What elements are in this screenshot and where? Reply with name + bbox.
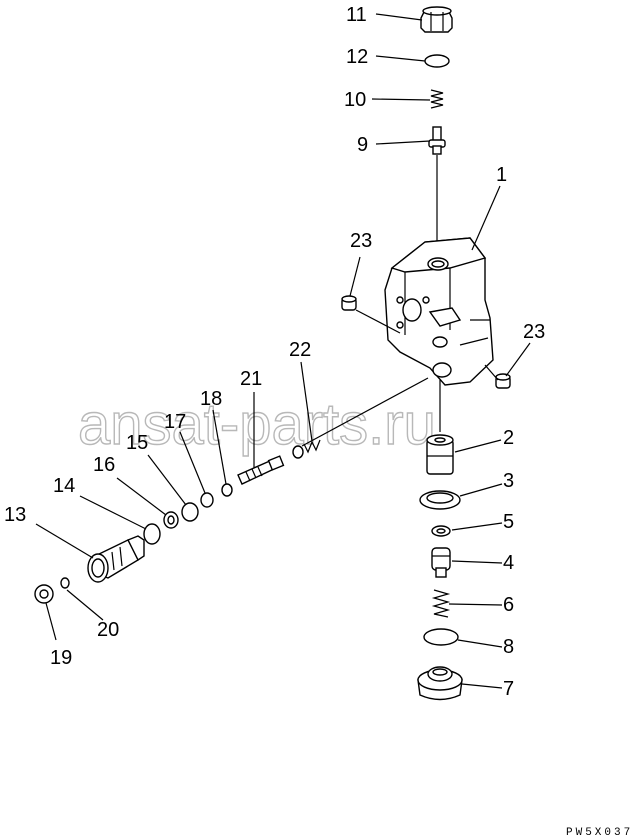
part-16-ring	[163, 511, 179, 529]
part-4-valve	[431, 547, 451, 578]
leader-17	[179, 431, 206, 494]
leader-20	[66, 589, 104, 621]
part-23-screw-right	[495, 373, 511, 389]
callout-8: 8	[503, 636, 514, 658]
part-8-disc	[423, 628, 459, 646]
part-6-spring	[431, 589, 451, 618]
callout-16: 16	[93, 454, 115, 476]
leader-22	[300, 361, 313, 442]
part-7-cap	[417, 666, 463, 701]
leader-4	[451, 560, 503, 564]
part-2-sleeve	[426, 434, 454, 475]
leader-2	[454, 439, 502, 453]
callout-2: 2	[503, 427, 514, 449]
callout-15: 15	[126, 432, 148, 454]
drawing-code: PW5X037	[566, 827, 633, 839]
leader-19	[45, 602, 57, 641]
watermark-text: ansat-parts.ru	[78, 392, 436, 457]
callout-12: 12	[346, 46, 368, 68]
part-9-pin	[428, 126, 446, 155]
part-17-washer	[200, 492, 214, 508]
leader-7	[461, 683, 503, 689]
part-3-ring	[419, 490, 461, 510]
callout-1: 1	[496, 164, 507, 186]
callout-14: 14	[53, 475, 75, 497]
callout-20: 20	[97, 619, 119, 641]
part-13-adjuster	[87, 535, 145, 583]
callout-6: 6	[503, 594, 514, 616]
leader-16	[116, 477, 167, 516]
callout-23-right: 23	[523, 321, 545, 343]
part-12-o-ring	[424, 54, 450, 68]
callout-22: 22	[289, 339, 311, 361]
part-20-seal	[60, 577, 70, 589]
part-15-o-ring	[181, 502, 199, 522]
leader-18	[212, 409, 227, 485]
callout-19: 19	[50, 647, 72, 669]
part-14-o-ring	[143, 523, 161, 545]
axis-line-left	[301, 377, 429, 447]
callout-11: 11	[346, 4, 367, 26]
part-19-cap-nut	[34, 584, 54, 604]
leader-13	[35, 523, 94, 559]
axis-line-23-right	[484, 364, 499, 381]
callout-7: 7	[503, 678, 514, 700]
callout-10: 10	[344, 89, 366, 111]
callout-13: 13	[4, 504, 26, 526]
leader-5	[451, 522, 503, 531]
part-5-washer	[431, 525, 451, 537]
leader-6	[448, 603, 503, 606]
callout-17: 17	[164, 411, 186, 433]
leader-3	[459, 483, 503, 497]
leader-8	[457, 639, 503, 648]
callout-23-left: 23	[350, 230, 372, 252]
callout-21: 21	[240, 368, 262, 390]
axis-line-23-left	[355, 309, 401, 334]
part-18-nut	[221, 483, 233, 497]
leader-15	[147, 454, 187, 506]
callout-3: 3	[503, 470, 514, 492]
part-1-valve-body	[384, 237, 494, 386]
leader-11	[375, 13, 423, 21]
leader-14	[79, 495, 147, 530]
leader-23-left	[349, 256, 361, 297]
callout-4: 4	[503, 552, 514, 574]
leader-10	[371, 98, 431, 101]
part-10-spring	[430, 89, 444, 109]
callout-9: 9	[357, 134, 368, 156]
part-21-pin	[237, 455, 285, 485]
part-22-spring	[292, 439, 321, 459]
leader-12	[375, 55, 426, 62]
part-23-screw-left	[341, 295, 357, 311]
leader-1	[471, 185, 501, 251]
part-11-plug	[420, 6, 453, 33]
callout-18: 18	[200, 388, 222, 410]
leader-9	[375, 140, 431, 145]
callout-5: 5	[503, 511, 514, 533]
leader-23-right	[505, 342, 531, 377]
